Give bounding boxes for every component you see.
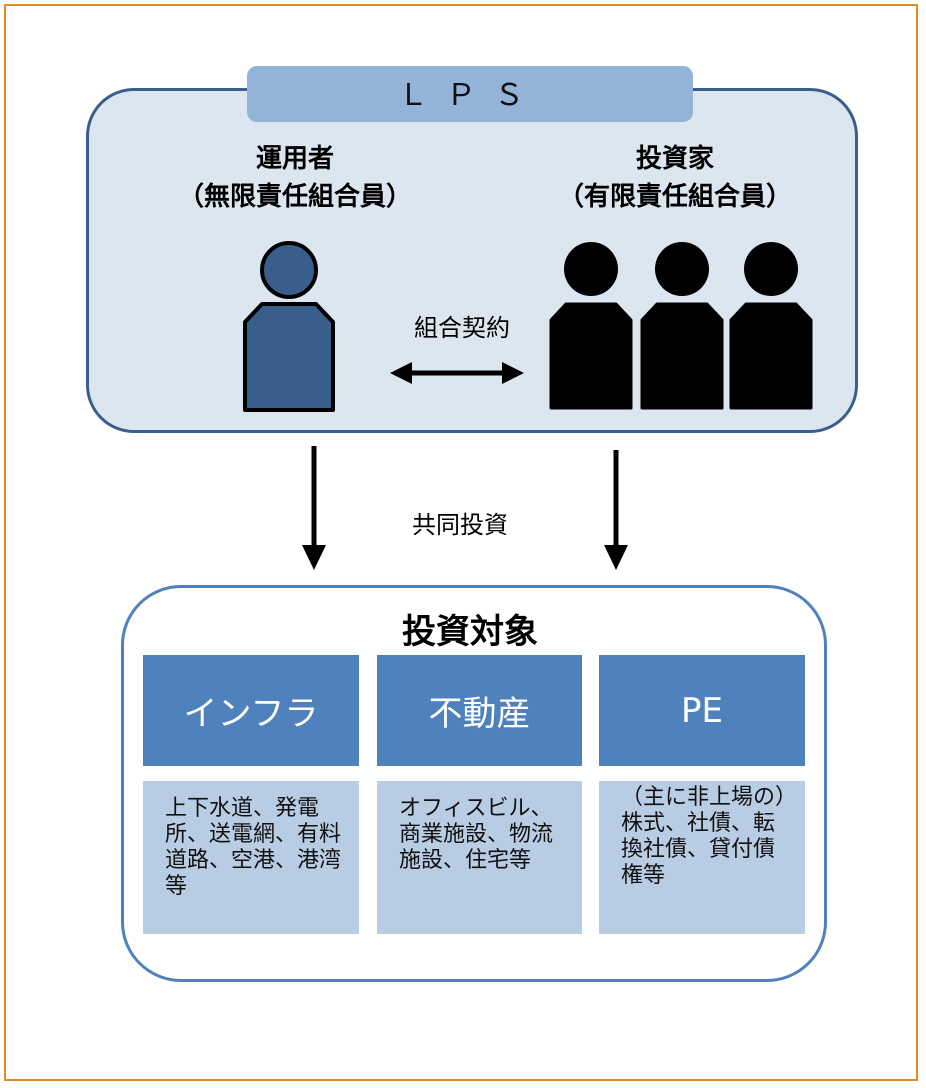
lp-label-name: 投資家 [635,144,714,174]
investment-target-title: 投資対象 [402,612,538,652]
gp-label: 運用者 （無限責任組合員） [150,140,440,216]
lp-invest-arrow [604,450,628,570]
lps-banner [247,66,693,122]
contract-label: 組合契約 [414,314,510,342]
lp-person-icon-3 [729,242,813,410]
target-body-infra: 上下水道、発電所、送電網、有料道路、空港、港湾等 [143,781,359,934]
target-head-realestate: 不動産 [377,655,582,766]
lp-person-icon-1 [549,242,633,410]
target-body-pe: （主に非上場の）株式、社債、転換社債、貸付債権等 [599,781,805,934]
target-head-pe: PE [599,655,805,766]
lp-person-icon-2 [640,242,724,410]
target-body-realestate: オフィスビル、商業施設、物流施設、住宅等 [377,781,582,934]
joint-investment-label: 共同投資 [412,511,508,539]
target-head-infra: インフラ [143,655,359,766]
gp-invest-arrow [302,446,326,570]
gp-person-icon [243,241,335,412]
gp-label-name: 運用者 [255,144,334,174]
lps-title: ＬＰＳ [398,78,542,113]
lp-label-role: （有限責任組合員） [557,182,792,212]
gp-label-role: （無限責任組合員） [177,182,412,212]
outer-frame [4,4,918,1081]
contract-double-arrow [390,362,524,384]
lp-label: 投資家 （有限責任組合員） [530,140,820,216]
